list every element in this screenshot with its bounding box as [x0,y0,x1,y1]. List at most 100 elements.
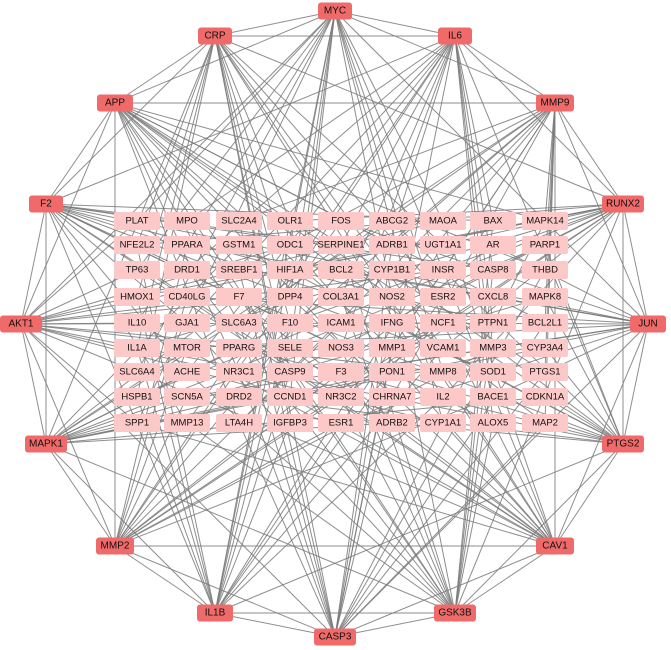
gene-node-ppara[interactable]: PPARA [164,236,210,254]
gene-node-bax[interactable]: BAX [470,212,516,230]
gene-node-mmp13[interactable]: MMP13 [164,414,210,432]
gene-node-scn5a[interactable]: SCN5A [164,388,210,406]
gene-node-ccnd1[interactable]: CCND1 [267,388,313,406]
gene-node-thbd[interactable]: THBD [522,261,568,279]
gene-node-vcam1[interactable]: VCAM1 [420,339,466,357]
gene-node-cdkn1a[interactable]: CDKN1A [522,388,568,406]
hub-node-gsk3b[interactable]: GSK3B [434,604,476,622]
gene-node-drd1[interactable]: DRD1 [164,261,210,279]
gene-node-cyp3a4[interactable]: CYP3A4 [522,339,568,357]
gene-node-adrb2[interactable]: ADRB2 [369,414,415,432]
gene-node-sod1[interactable]: SOD1 [470,363,516,381]
hub-node-mmp9[interactable]: MMP9 [536,94,574,112]
gene-node-casp8[interactable]: CASP8 [470,261,516,279]
gene-node-pon1[interactable]: PON1 [369,363,415,381]
gene-node-gja1[interactable]: GJA1 [164,314,210,332]
gene-node-adrb1[interactable]: ADRB1 [369,236,415,254]
gene-node-mtor[interactable]: MTOR [164,339,210,357]
gene-node-dpp4[interactable]: DPP4 [267,288,313,306]
gene-node-cd40lg[interactable]: CD40LG [164,288,210,306]
gene-node-hspb1[interactable]: HSPB1 [114,388,160,406]
gene-node-lta4h[interactable]: LTA4H [216,414,262,432]
gene-node-cxcl8[interactable]: CXCL8 [470,288,516,306]
gene-node-nr3c2[interactable]: NR3C2 [318,388,364,406]
gene-node-mmp8[interactable]: MMP8 [420,363,466,381]
gene-node-cyp1b1[interactable]: CYP1B1 [369,261,415,279]
gene-node-mapk8[interactable]: MAPK8 [522,288,568,306]
gene-node-gstm1[interactable]: GSTM1 [216,236,262,254]
gene-node-bace1[interactable]: BACE1 [470,388,516,406]
gene-node-map2[interactable]: MAP2 [522,414,568,432]
gene-node-sele[interactable]: SELE [267,339,313,357]
hub-node-f2[interactable]: F2 [29,195,63,213]
gene-node-mmp1[interactable]: MMP1 [369,339,415,357]
gene-node-f7[interactable]: F7 [216,288,262,306]
hub-node-app[interactable]: APP [97,94,133,112]
gene-node-icam1[interactable]: ICAM1 [318,314,364,332]
gene-node-igfbp3[interactable]: IGFBP3 [267,414,313,432]
gene-node-esr2[interactable]: ESR2 [420,288,466,306]
gene-node-ar[interactable]: AR [470,236,516,254]
gene-node-srebf1[interactable]: SREBF1 [216,261,262,279]
gene-node-insr[interactable]: INSR [420,261,466,279]
gene-node-mapk14[interactable]: MAPK14 [522,212,568,230]
hub-node-jun[interactable]: JUN [630,315,666,333]
gene-node-ptpn1[interactable]: PTPN1 [470,314,516,332]
gene-node-ifng[interactable]: IFNG [369,314,415,332]
hub-node-crp[interactable]: CRP [198,27,232,45]
hub-node-il6[interactable]: IL6 [438,27,472,45]
gene-node-hmox1[interactable]: HMOX1 [114,288,160,306]
gene-node-fos[interactable]: FOS [318,212,364,230]
gene-node-drd2[interactable]: DRD2 [216,388,262,406]
gene-node-hif1a[interactable]: HIF1A [267,261,313,279]
gene-node-bcl2l1[interactable]: BCL2L1 [522,314,568,332]
gene-node-il1a[interactable]: IL1A [114,339,160,357]
hub-node-il1b[interactable]: IL1B [197,604,233,622]
gene-node-nos3[interactable]: NOS3 [318,339,364,357]
network-edge [114,35,216,104]
gene-node-alox5[interactable]: ALOX5 [470,414,516,432]
gene-node-slc6a3[interactable]: SLC6A3 [216,314,262,332]
gene-node-tp63[interactable]: TP63 [114,261,160,279]
gene-node-plat[interactable]: PLAT [114,212,160,230]
gene-node-cyp1a1[interactable]: CYP1A1 [420,414,466,432]
hub-node-mmp2[interactable]: MMP2 [96,537,134,555]
gene-node-nr3c1[interactable]: NR3C1 [216,363,262,381]
gene-node-abcg2[interactable]: ABCG2 [369,212,415,230]
gene-node-serpine1[interactable]: SERPINE1 [318,236,365,254]
gene-node-ptgs1[interactable]: PTGS1 [522,363,568,381]
gene-node-ache[interactable]: ACHE [164,363,210,381]
hub-node-cav1[interactable]: CAV1 [536,537,574,555]
gene-node-mpo[interactable]: MPO [164,212,210,230]
hub-node-mapk1[interactable]: MAPK1 [25,435,67,453]
gene-node-maoa[interactable]: MAOA [420,212,466,230]
gene-node-esr1[interactable]: ESR1 [318,414,364,432]
hub-node-box [602,435,644,453]
gene-node-bcl2[interactable]: BCL2 [318,261,364,279]
gene-node-col3a1[interactable]: COL3A1 [318,288,364,306]
gene-node-il2[interactable]: IL2 [420,388,466,406]
gene-node-ugt1a1[interactable]: UGT1A1 [420,236,466,254]
gene-node-slc2a4[interactable]: SLC2A4 [216,212,262,230]
gene-node-ncf1[interactable]: NCF1 [420,314,466,332]
hub-node-box [198,27,232,45]
gene-node-odc1[interactable]: ODC1 [267,236,313,254]
gene-node-pparg[interactable]: PPARG [216,339,262,357]
gene-node-nfe2l2[interactable]: NFE2L2 [114,236,160,254]
gene-node-olr1[interactable]: OLR1 [267,212,313,230]
hub-node-ptgs2[interactable]: PTGS2 [602,435,644,453]
gene-node-il10[interactable]: IL10 [114,314,160,332]
gene-node-parp1[interactable]: PARP1 [522,236,568,254]
hub-node-myc[interactable]: MYC [318,2,352,20]
hub-node-akt1[interactable]: AKT1 [0,315,42,333]
gene-node-slc6a4[interactable]: SLC6A4 [114,363,160,381]
hub-node-runx2[interactable]: RUNX2 [602,195,644,213]
gene-node-spp1[interactable]: SPP1 [114,414,160,432]
gene-node-mmp3[interactable]: MMP3 [470,339,516,357]
gene-node-nos2[interactable]: NOS2 [369,288,415,306]
gene-node-f10[interactable]: F10 [267,314,313,332]
gene-node-f3[interactable]: F3 [318,363,364,381]
gene-node-casp9[interactable]: CASP9 [267,363,313,381]
hub-node-casp3[interactable]: CASP3 [314,628,356,646]
gene-node-chrna7[interactable]: CHRNA7 [369,388,415,406]
